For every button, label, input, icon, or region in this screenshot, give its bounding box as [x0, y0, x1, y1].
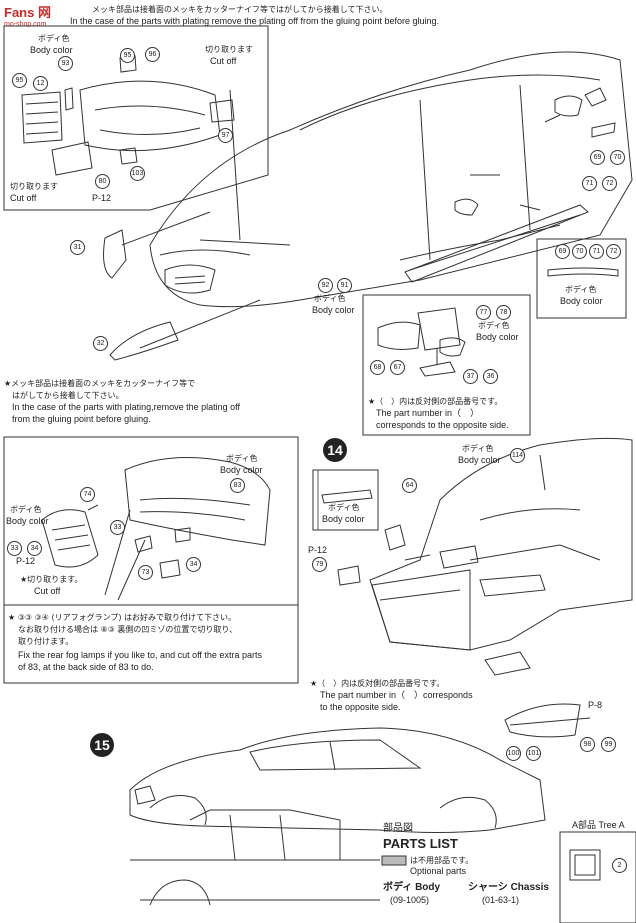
- side-body-color-en: Body color: [560, 296, 603, 306]
- inset1-cutoff2-en: Cut off: [10, 193, 37, 203]
- mid-note-en1: In the case of the parts with plating,re…: [12, 402, 240, 412]
- part-97: 97: [218, 128, 233, 143]
- chassis-label: シャーシ Chassis: [468, 882, 549, 893]
- part-32: 32: [93, 336, 108, 351]
- watermark-logo: Fans 网 mo-shop.com: [4, 5, 51, 28]
- part-71-strip: 71: [589, 244, 604, 259]
- inset2-page-ref: P-12: [16, 556, 36, 566]
- mirror-body-color-jp: ボディ色: [478, 321, 510, 330]
- inset2-note-en1: Fix the rear fog lamps if you like to, a…: [18, 650, 262, 660]
- step14-opp-jp: ★（ ）内は反対側の部品番号です。: [310, 679, 445, 688]
- part-64: 64: [402, 478, 417, 493]
- part-114: 114: [510, 448, 525, 463]
- inset1-page-ref: P-12: [92, 193, 112, 203]
- part-103: 103: [130, 166, 145, 181]
- step-15-badge: 15: [90, 733, 114, 757]
- mid-note-jp1: ★メッキ部品は接着面のメッキをカッターナイフ等で: [4, 379, 196, 388]
- tree-a-label: A部品 Tree A: [572, 820, 625, 830]
- parts-list-title-jp: 部品図: [383, 823, 413, 834]
- side-body-color-jp: ボディ色: [565, 285, 597, 294]
- step14-body-color2-jp: ボディ色: [328, 503, 360, 512]
- inset2-note-jp1: ★ ③③ ③④ (リアフォグランプ) はお好みで取り付けて下さい。: [8, 613, 237, 622]
- inset1-body-color-jp: ボディ色: [38, 34, 70, 43]
- part-79: 79: [312, 557, 327, 572]
- part-2: 2: [612, 858, 627, 873]
- step14-page-ref2: P-8: [588, 700, 603, 710]
- part-70: 70: [610, 150, 625, 165]
- part-68: 68: [370, 360, 385, 375]
- inset2-note-jp2: なお取り付ける場合は ⑧③ 裏側の凹ミゾの位置で切り取り、: [18, 625, 238, 634]
- inset1-cutoff-en: Cut off: [210, 56, 237, 66]
- top-note-en: In the case of the parts with plating re…: [70, 16, 440, 26]
- part-93: 93: [58, 56, 73, 71]
- part-98: 98: [580, 737, 595, 752]
- top-note-jp: メッキ部品は接着面のメッキをカッターナイフ等ではがしてから接着して下さい。: [92, 5, 388, 14]
- step14-body-color-jp: ボディ色: [462, 444, 494, 453]
- part-80: 80: [95, 174, 110, 189]
- mirror-body-color-en: Body color: [476, 332, 519, 342]
- mid-note-jp2: はがしてから接着して下さい。: [12, 391, 124, 400]
- part-95b: 95: [12, 73, 27, 88]
- part-70-strip: 70: [572, 244, 587, 259]
- part-72: 72: [602, 176, 617, 191]
- part-74: 74: [80, 487, 95, 502]
- part-77: 77: [476, 305, 491, 320]
- step-14-badge: 14: [323, 438, 347, 462]
- mid-note-en2: from the gluing point before gluing.: [12, 414, 151, 424]
- part-34: 34: [27, 541, 42, 556]
- part-71: 71: [582, 176, 597, 191]
- body-code: (09-1005): [390, 895, 430, 905]
- part-31: 31: [70, 240, 85, 255]
- part-95: 95: [120, 48, 135, 63]
- step14-body-color2-en: Body color: [322, 514, 365, 524]
- inset2-body-color-en: Body color: [220, 465, 263, 475]
- inset2-cutoff-en: Cut off: [34, 586, 61, 596]
- inset2-note-jp3: 取り付けます。: [18, 637, 74, 646]
- parts-list-title-en: PARTS LIST: [383, 836, 458, 851]
- inset1-cutoff2-jp: 切り取ります: [10, 182, 58, 191]
- step14-opp-en2: to the opposite side.: [320, 702, 401, 712]
- opposite-note-jp: ★（ ）内は反対側の部品番号です。: [368, 397, 503, 406]
- inset2-body-color2-en: Body color: [6, 516, 49, 526]
- part-73: 73: [138, 565, 153, 580]
- part-83: 83: [230, 478, 245, 493]
- step14-page-ref1: P-12: [308, 545, 328, 555]
- part-67: 67: [390, 360, 405, 375]
- part-78: 78: [496, 305, 511, 320]
- main-body-color-jp: ボディ色: [314, 294, 346, 303]
- part-101: 101: [526, 746, 541, 761]
- step14-opp-en1: The part number in（ ）corresponds: [320, 690, 473, 700]
- step14-body-color-en: Body color: [458, 455, 501, 465]
- inset2-body-color2-jp: ボディ色: [10, 505, 42, 514]
- part-36: 36: [483, 369, 498, 384]
- chassis-code: (01-63-1): [482, 895, 520, 905]
- part-96: 96: [145, 47, 160, 62]
- optional-parts-jp: は不用部品です。: [410, 856, 474, 865]
- body-label: ボディ Body: [383, 882, 441, 893]
- part-69-strip: 69: [555, 244, 570, 259]
- part-100: 100: [506, 746, 521, 761]
- part-34b: 34: [186, 557, 201, 572]
- inset2-body-color-jp: ボディ色: [226, 454, 258, 463]
- inset1-cutoff-jp: 切り取ります: [205, 45, 253, 54]
- part-99: 99: [601, 737, 616, 752]
- part-37: 37: [463, 369, 478, 384]
- part-33: 33: [7, 541, 22, 556]
- inset1-body-color-en: Body color: [30, 45, 73, 55]
- part-92: 92: [318, 278, 333, 293]
- optional-parts-en: Optional parts: [410, 866, 467, 876]
- opposite-note-en1: The part number in（ ）: [376, 408, 480, 418]
- part-12: 12: [33, 76, 48, 91]
- inset2-note-en2: of 83, at the back side of 83 to do.: [18, 662, 154, 672]
- inset2-cutoff-jp: ★切り取ります。: [20, 575, 83, 584]
- part-33b: 33: [110, 520, 125, 535]
- opposite-note-en2: corresponds to the opposite side.: [376, 420, 509, 430]
- part-91: 91: [337, 278, 352, 293]
- part-72-strip: 72: [606, 244, 621, 259]
- part-69: 69: [590, 150, 605, 165]
- main-body-color-en: Body color: [312, 305, 355, 315]
